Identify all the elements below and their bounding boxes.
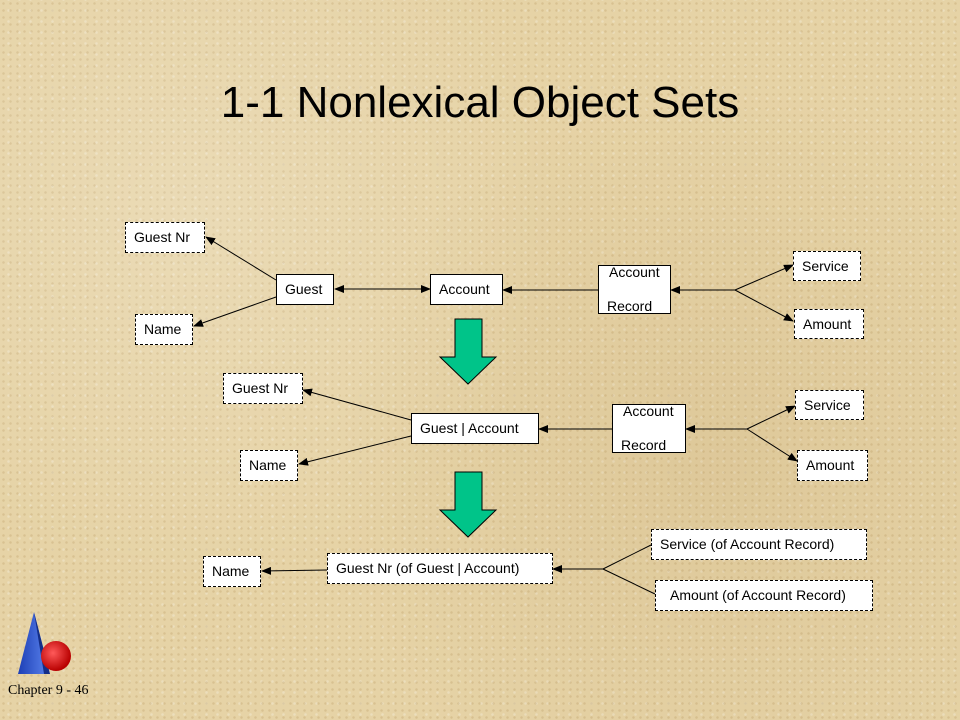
d2-guest-account-label: Guest | Account: [420, 420, 519, 436]
d1-amount-label: Amount: [803, 315, 852, 332]
edge2-branch-to-amount: [746, 428, 798, 462]
slide-footer: Chapter 9 - 46: [8, 683, 89, 698]
d2-name-box: Name: [240, 450, 298, 481]
transform-arrow-2: [438, 471, 498, 538]
d2-account-record-line2: Record: [621, 437, 667, 453]
edge2-ga-to-name: [298, 435, 412, 466]
d1-guest-label: Guest: [285, 281, 323, 297]
d2-guest-nr-label: Guest Nr: [232, 380, 289, 396]
d1-guest-nr-box: Guest Nr: [125, 222, 205, 253]
d1-name-label: Name: [144, 321, 182, 337]
d3-name-box: Name: [203, 556, 261, 587]
d1-service-label: Service: [802, 257, 849, 274]
d2-amount-box: Amount: [797, 450, 868, 481]
d2-guest-account-box: Guest | Account: [411, 413, 539, 444]
edge-branch-to-amount: [734, 289, 794, 322]
d3-guest-nr-of-box: Guest Nr (of Guest | Account): [327, 553, 553, 584]
d1-account-box: Account: [430, 274, 503, 305]
edge2-branch-to-service: [746, 405, 796, 430]
d1-amount-box: Amount: [794, 309, 864, 339]
d3-amount-of-box: Amount (of Account Record): [655, 580, 873, 611]
d1-name-box: Name: [135, 314, 193, 345]
d2-account-record-box: Account Record: [612, 403, 686, 453]
edge3-branch-to-service: [602, 544, 652, 570]
d3-amount-of-label: Amount (of Account Record): [670, 587, 846, 603]
edge3-gn-to-name: [261, 566, 328, 575]
d1-account-label: Account: [439, 281, 490, 297]
d2-guest-nr-box: Guest Nr: [223, 373, 303, 404]
transform-arrow-1: [438, 318, 498, 385]
d3-guest-nr-of-label: Guest Nr (of Guest | Account): [336, 560, 520, 576]
d1-account-record-line1: Account: [609, 264, 660, 280]
edge-branch-to-service: [734, 264, 794, 291]
d2-service-label: Service: [804, 396, 851, 413]
edge3-branch-to-amount: [602, 568, 656, 595]
d1-guest-box: Guest: [276, 274, 334, 305]
d3-name-label: Name: [212, 563, 250, 579]
d1-service-box: Service: [793, 251, 861, 281]
edge-guest-to-guestnr: [205, 236, 277, 281]
d1-guest-nr-label: Guest Nr: [134, 229, 191, 245]
edge2-ga-to-guestnr: [302, 388, 412, 421]
d2-account-record-line1: Account: [623, 403, 674, 419]
d3-service-of-box: Service (of Account Record): [651, 529, 867, 560]
d2-name-label: Name: [249, 457, 287, 473]
d1-account-record-line2: Record: [607, 298, 653, 314]
d3-service-of-label: Service (of Account Record): [660, 536, 835, 552]
logo-icon: [18, 612, 71, 674]
d1-account-record-box: Account Record: [598, 264, 671, 314]
d2-amount-label: Amount: [806, 457, 855, 473]
d2-service-box: Service: [795, 390, 864, 420]
edge-guest-to-name: [193, 296, 277, 327]
slide-title: 1-1 Nonlexical Object Sets: [220, 78, 740, 127]
